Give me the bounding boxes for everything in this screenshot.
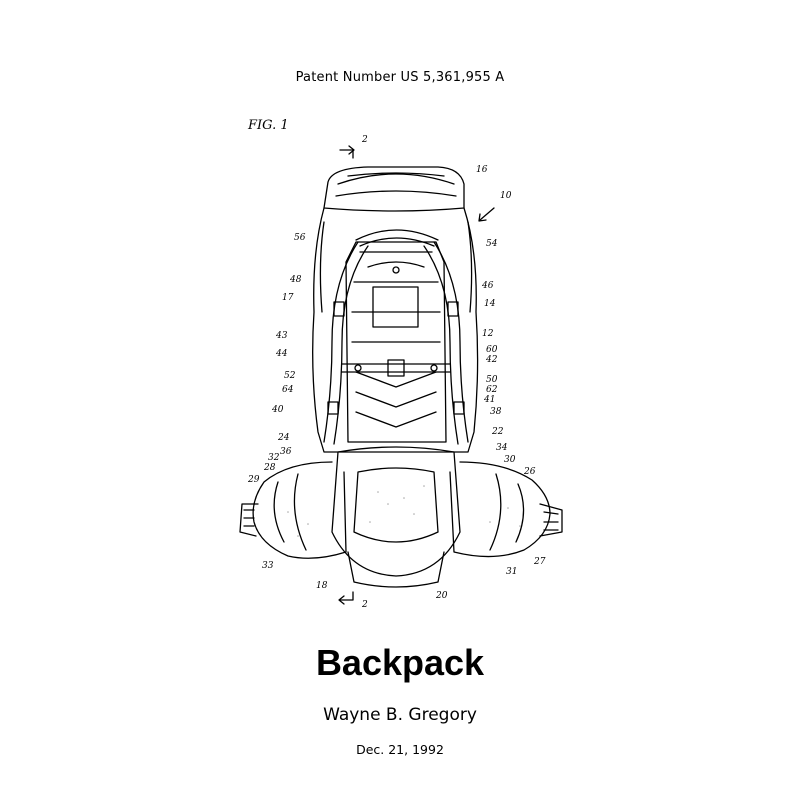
- ref-numeral: 54: [486, 239, 498, 249]
- ref-numeral: 38: [490, 407, 502, 417]
- ref-numeral: 41: [483, 395, 495, 405]
- right-hip-belt: [449, 461, 551, 558]
- backpack-drawing: 2 2 10 16 56 54 48 46 17 14 43 12 44 60 …: [239, 135, 563, 610]
- inventor-name: Wayne B. Gregory: [323, 705, 477, 725]
- ref-numeral: 33: [262, 561, 274, 571]
- ref-numeral: 43: [275, 331, 288, 341]
- ref-numeral: 56: [294, 233, 306, 243]
- ref-numeral: 34: [496, 443, 508, 453]
- ref-numeral: 36: [280, 447, 292, 457]
- left-hip-belt: [252, 461, 347, 559]
- top-lid: [323, 166, 465, 212]
- ref-numeral: 64: [282, 385, 294, 395]
- ref-numeral: 27: [533, 557, 546, 567]
- sternum-strap: [341, 363, 451, 373]
- ref-numeral: 20: [435, 591, 448, 601]
- right-buckle: [539, 503, 563, 537]
- ref-numeral: 40: [271, 405, 284, 415]
- reference-numerals: 16 56 54 48 46 17 14 43 12 44 60 42 52 5…: [247, 165, 546, 601]
- ref-numeral: 60: [486, 345, 498, 355]
- section-number-bottom: 2: [361, 600, 368, 610]
- ref-numeral: 18: [316, 581, 328, 591]
- ref-numeral: 48: [289, 275, 302, 285]
- ref-numeral: 32: [268, 453, 280, 463]
- patent-drawing: 2 2 10 16 56 54 48 46 17 14 43 12 44 60 …: [228, 112, 578, 612]
- ref-numeral: 26: [523, 467, 536, 477]
- ref-numeral: 14: [484, 299, 496, 309]
- patent-title: Backpack: [315, 642, 485, 683]
- ref-numeral: 46: [481, 281, 494, 291]
- ref-numeral: 50: [486, 375, 498, 385]
- figure-label: FIG. 1: [248, 118, 289, 133]
- section-number-top: 2: [361, 135, 368, 145]
- ref-numeral: 30: [504, 455, 516, 465]
- section-marker-top: [339, 149, 354, 159]
- ref-numeral: 52: [284, 371, 296, 381]
- main-body: [312, 207, 479, 453]
- patent-number: Patent Number US 5,361,955 A: [295, 70, 505, 85]
- lumbar-pad: [331, 446, 461, 577]
- ref-numeral: 16: [476, 165, 488, 175]
- pack-base: [347, 551, 445, 588]
- frame-sheet: [345, 241, 447, 443]
- ref-numeral: 42: [485, 355, 498, 365]
- ref-numeral: 31: [506, 567, 517, 577]
- ref-numeral: 24: [277, 433, 290, 443]
- ref-numeral: 22: [491, 427, 504, 437]
- ref-numeral: 12: [482, 329, 494, 339]
- ref-numeral: 28: [263, 463, 276, 473]
- ref-numeral: 17: [282, 293, 294, 303]
- left-buckle: [239, 503, 259, 537]
- ref-numeral: 44: [275, 349, 288, 359]
- patent-date: Dec. 21, 1992: [356, 742, 444, 757]
- ref-numeral: 62: [486, 385, 498, 395]
- ref-numeral: 29: [247, 475, 260, 485]
- assembly-ref: 10: [500, 191, 512, 201]
- section-marker-bottom: [339, 591, 354, 601]
